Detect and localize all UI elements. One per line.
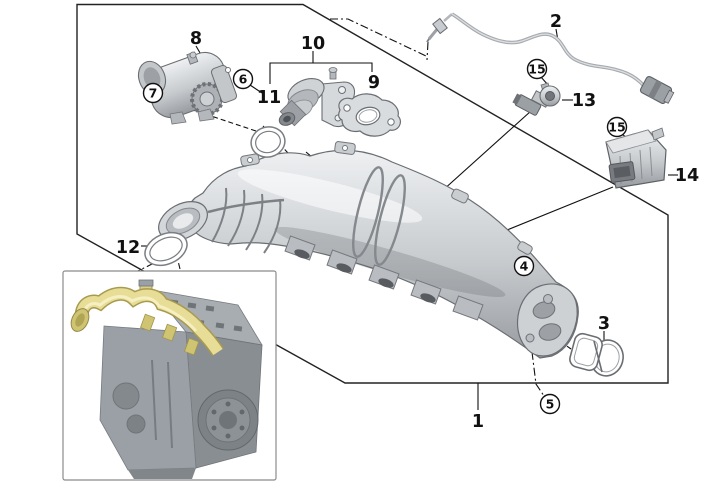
runner-ports — [294, 249, 436, 303]
part-gasket-9 — [338, 93, 402, 137]
throttle-flange — [158, 201, 208, 241]
elbow-ribs — [207, 187, 285, 254]
svg-text:5: 5 — [546, 396, 555, 411]
svg-text:7: 7 — [149, 85, 158, 100]
callout-8[interactable]: 8 — [190, 29, 202, 49]
engine-block — [99, 289, 263, 479]
engine-inset — [62, 270, 277, 481]
manifold-highlight — [237, 169, 423, 223]
callout-circle-6[interactable]: 6 — [232, 68, 254, 90]
part-module-14 — [605, 127, 667, 189]
circled-callouts: 4 5 6 7 15 15 — [142, 58, 628, 415]
callout-circle-4[interactable]: 4 — [513, 255, 535, 277]
callout-13[interactable]: 13 — [572, 91, 596, 111]
manifold-shadow — [274, 226, 506, 298]
highlighted-intake-manifold — [70, 279, 224, 356]
bracket-10-11-9 — [269, 62, 373, 84]
axis-sensor-2 — [330, 18, 427, 57]
callout-circle-15a[interactable]: 15 — [526, 58, 548, 80]
part-temp-sensor-2 — [426, 12, 675, 105]
callout-11[interactable]: 11 — [257, 88, 281, 108]
callout-labels: 1 2 3 8 9 10 11 12 13 14 — [116, 12, 699, 432]
body-clamp-rings — [352, 166, 406, 266]
axis-sensor-2-tip — [426, 41, 429, 61]
callout-12[interactable]: 12 — [116, 238, 140, 258]
part-intake-manifold — [158, 141, 579, 359]
callout-9[interactable]: 9 — [368, 73, 380, 93]
callout-10[interactable]: 10 — [301, 34, 325, 54]
svg-text:15: 15 — [528, 61, 545, 76]
mounting-ears — [240, 141, 533, 255]
callout-14[interactable]: 14 — [675, 166, 699, 186]
callout-circle-7[interactable]: 7 — [142, 82, 164, 104]
svg-text:6: 6 — [239, 71, 248, 86]
sensor-cable — [451, 12, 646, 88]
callout-3[interactable]: 3 — [598, 314, 610, 334]
part-sensor-13 — [512, 82, 561, 116]
callout-circle-5[interactable]: 5 — [539, 393, 561, 415]
manifold-end-flange — [516, 283, 578, 357]
part-oring-11 — [250, 126, 286, 158]
callout-1[interactable]: 1 — [472, 412, 484, 432]
part-oring-12 — [144, 231, 188, 267]
callout-circle-15b[interactable]: 15 — [606, 116, 628, 138]
svg-text:4: 4 — [520, 258, 529, 273]
svg-text:15: 15 — [608, 119, 625, 134]
sensor-connector — [639, 75, 675, 105]
diagram-frame — [76, 3, 669, 384]
part-gasket-3 — [569, 332, 624, 377]
callout-2[interactable]: 2 — [550, 12, 562, 32]
part-egr-valve-10 — [278, 67, 356, 128]
leader-6 — [249, 84, 263, 94]
part-actuator-8 — [137, 51, 238, 125]
